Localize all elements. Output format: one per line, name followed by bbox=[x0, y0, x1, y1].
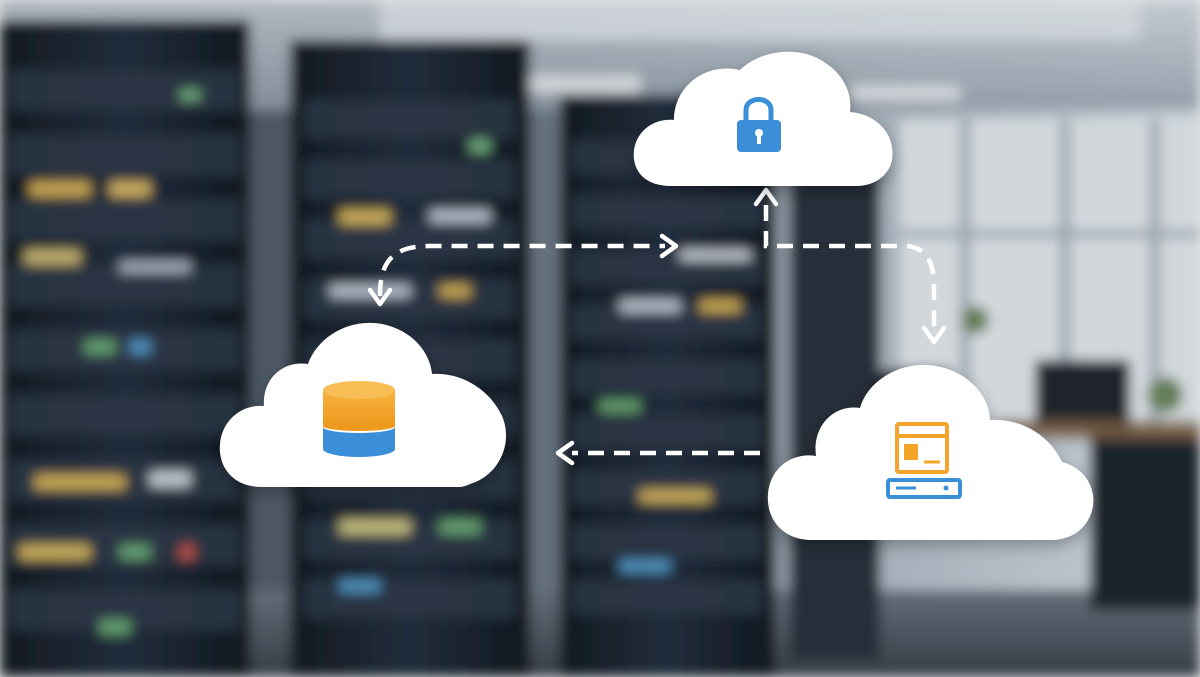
database-icon bbox=[323, 381, 395, 457]
arrowheads bbox=[367, 187, 947, 466]
server-computer-icon bbox=[886, 422, 962, 499]
server-cloud bbox=[767, 364, 1094, 540]
arrowhead-down-left-icon bbox=[367, 287, 393, 307]
connector-database-to-security bbox=[377, 243, 665, 297]
arrowhead-up-icon bbox=[753, 187, 779, 207]
lock-icon bbox=[737, 97, 781, 152]
arrowhead-left-icon bbox=[555, 440, 575, 466]
arrowhead-right-icon bbox=[659, 233, 679, 259]
arrowhead-down-right-icon bbox=[921, 325, 947, 345]
security-cloud bbox=[633, 51, 893, 187]
connections bbox=[377, 205, 937, 456]
